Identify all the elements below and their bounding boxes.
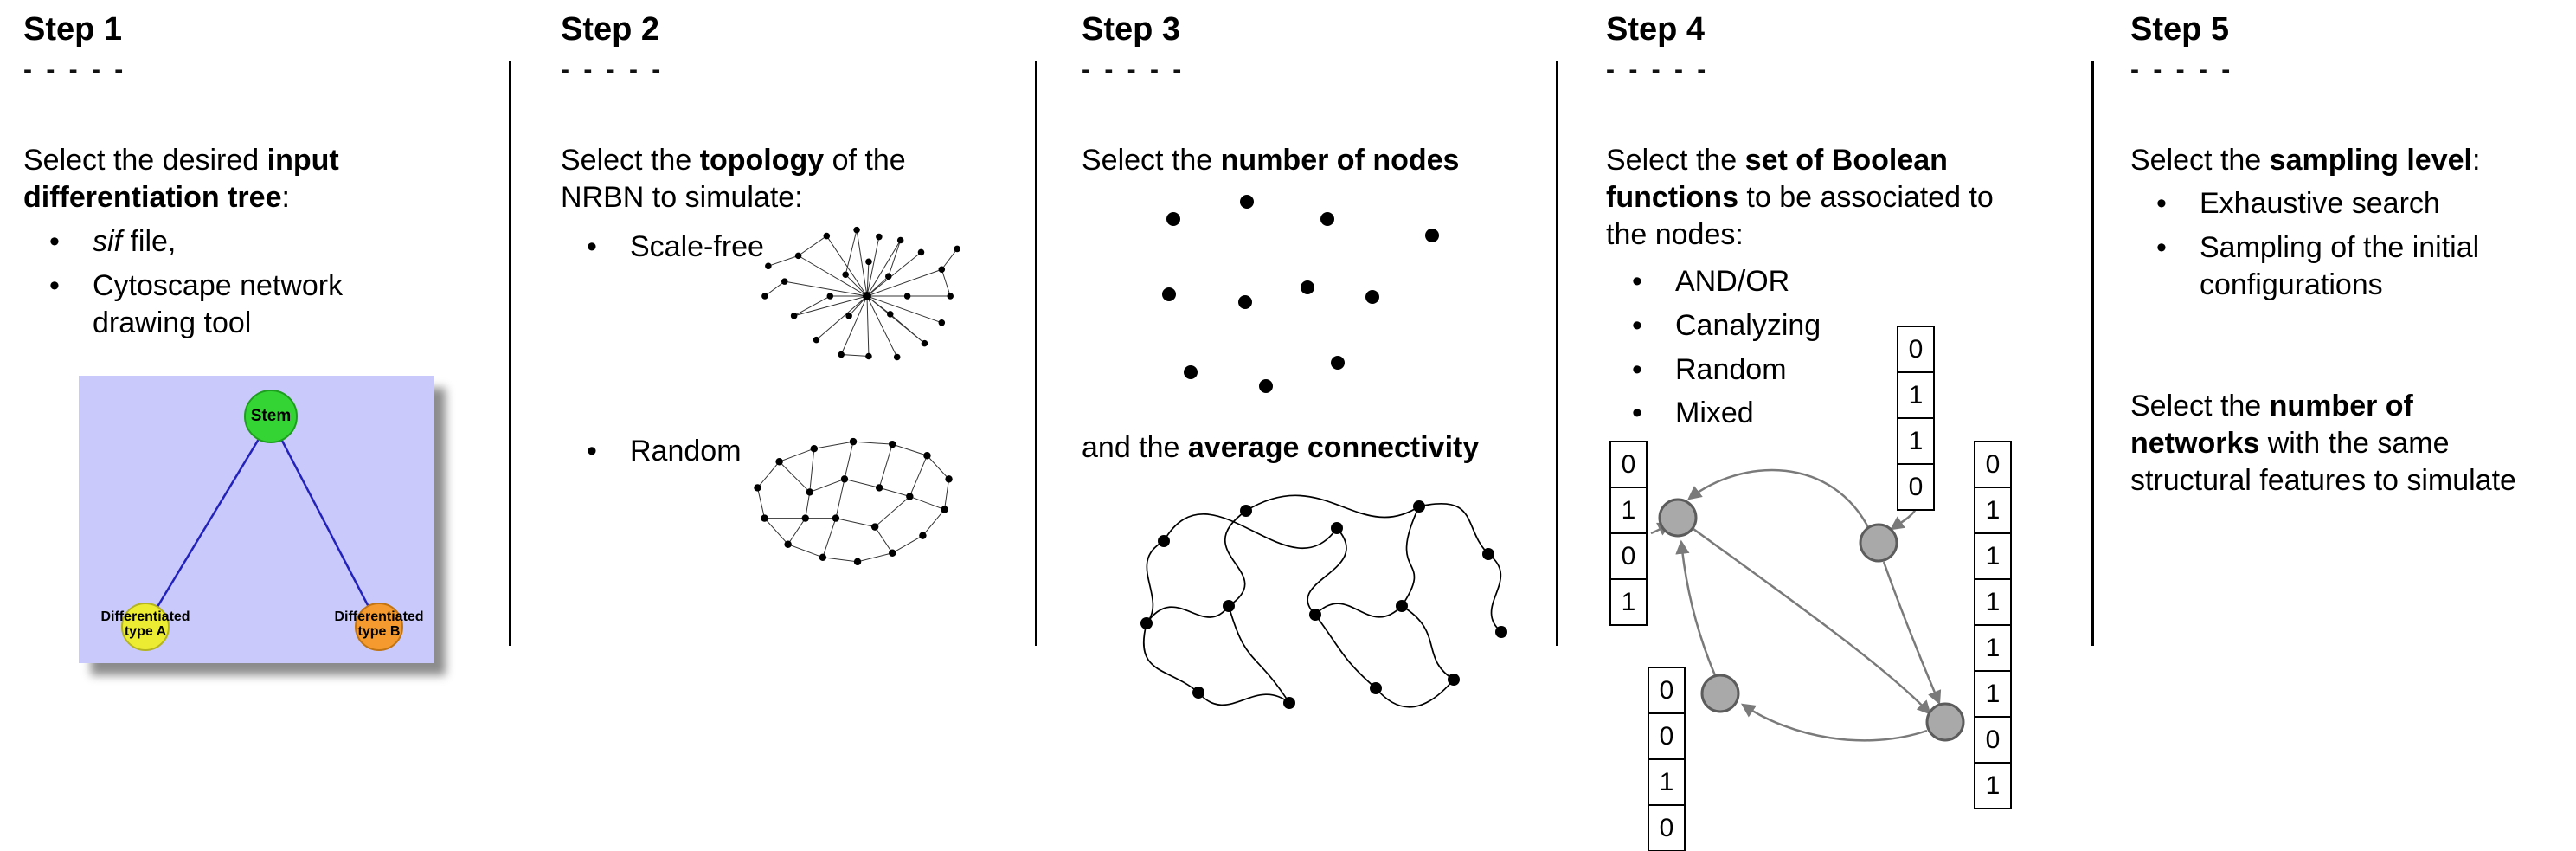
step-2-bullet-random: Random — [561, 433, 924, 477]
step-4-title: Step 4 — [1606, 11, 1706, 48]
step-5-second-text: Select the number of networks with the s… — [2130, 390, 2516, 497]
truth-table-cell: 1 — [1974, 762, 2012, 809]
step-4-dashes: - - - - - — [1606, 55, 1710, 84]
step-3-dashes: - - - - - — [1082, 55, 1185, 84]
truth-table-cell: 1 — [1974, 578, 2012, 626]
step-1-dashes: - - - - - — [23, 55, 127, 84]
scattered-nodes-graphic — [1162, 195, 1439, 393]
step-3-intro: Select the number of nodes — [1082, 144, 1460, 177]
column-divider — [1035, 61, 1037, 646]
tangle-edges — [1142, 494, 1502, 708]
tangle-nodes — [1140, 500, 1507, 709]
step-2-column: Step 2 - - - - - Select the topology of … — [561, 11, 985, 566]
truth-table-cell: 1 — [1974, 487, 2012, 534]
truth-table-cell: 0 — [1648, 804, 1686, 851]
truth-table-cell: 0 — [1648, 667, 1686, 714]
truth-table-cell: 1 — [1974, 670, 2012, 718]
step-1-bullet-list: sif file, Cytoscape network drawing tool — [23, 223, 395, 348]
differentiated-type-b-node — [355, 603, 403, 651]
connectivity-tangle-graphic — [1140, 494, 1507, 709]
bullet-item: Random — [561, 433, 924, 470]
bullet-item: Cytoscape network drawing tool — [23, 268, 395, 342]
step-2-title: Step 2 — [561, 11, 660, 48]
column-divider — [509, 61, 511, 646]
step-5-column: Step 5 - - - - - Select the sampling lev… — [2130, 11, 2559, 496]
truth-table-cell: 0 — [1648, 712, 1686, 760]
scale-free-edges — [764, 229, 958, 358]
scattered-dots — [1162, 195, 1439, 393]
truth-table-cell: 1 — [1609, 578, 1648, 626]
step-2-bullet-scale-free: Scale-free — [561, 229, 924, 273]
stem-node — [244, 390, 298, 443]
differentiation-tree-image: Stem Differentiated type A Differentiate… — [79, 376, 434, 663]
gene-node — [1658, 498, 1698, 538]
gene-node — [1859, 523, 1898, 563]
step-5-dashes: - - - - - — [2130, 55, 2234, 84]
step-3-second-text: and the average connectivity — [1082, 431, 1480, 464]
truth-table-cell: 0 — [1897, 463, 1935, 511]
step-2-intro: Select the topology of the NRBN to simul… — [561, 144, 906, 214]
step-5-bullet-list: Exhaustive search Sampling of the initia… — [2130, 185, 2559, 310]
step-4-bullet-list: AND/OR Canalyzing Random Mixed — [1606, 263, 2013, 439]
stem-node-label: Stem — [250, 407, 292, 425]
step-4-intro: Select the set of Boolean functions to b… — [1606, 144, 1994, 251]
step-4-column: Step 4 - - - - - Select the set of Boole… — [1606, 11, 2023, 851]
step-1-title: Step 1 — [23, 11, 123, 48]
truth-table-cell: 0 — [1609, 532, 1648, 580]
truth-table-cell: 0 — [1974, 441, 2012, 488]
scale-free-network-graphic — [761, 226, 960, 361]
truth-table-cell: 0 — [1609, 441, 1648, 488]
gene-node — [1925, 702, 1965, 742]
type-b-node-label: Differentiated type B — [334, 609, 424, 639]
tree-edge — [269, 418, 381, 628]
step-3-column: Step 3 - - - - - Select the number of no… — [1082, 11, 1566, 709]
bullet-item: Mixed — [1606, 395, 2013, 432]
bullet-item: Random — [1606, 351, 2013, 389]
truth-table-cell: 1 — [1609, 487, 1648, 534]
random-network-graphic — [754, 437, 953, 566]
scale-free-nodes — [761, 226, 960, 361]
truth-table-cell: 1 — [1897, 417, 1935, 465]
bullet-item: Exhaustive search — [2130, 185, 2559, 222]
truth-table-cell: 1 — [1648, 758, 1686, 806]
boolean-network-arrows — [1650, 468, 1942, 742]
step-1-column: Step 1 - - - - - Select the desired inpu… — [23, 11, 434, 663]
boolean-network-graphic — [1650, 468, 1965, 742]
random-nodes — [754, 437, 953, 566]
bullet-item: Sampling of the initial configurations — [2130, 229, 2559, 304]
type-a-node-label: Differentiated type A — [100, 609, 190, 639]
boolean-network-nodes — [1658, 498, 1965, 742]
column-divider — [1556, 61, 1558, 646]
tree-edge — [144, 418, 273, 628]
step-5-title: Step 5 — [2130, 11, 2230, 48]
bullet-item: Canalyzing — [1606, 307, 2013, 345]
truth-table-cell: 1 — [1974, 532, 2012, 580]
differentiated-type-a-node — [121, 603, 170, 651]
column-divider — [2091, 61, 2094, 646]
step-2-dashes: - - - - - — [561, 55, 665, 84]
bullet-item: AND/OR — [1606, 263, 2013, 300]
step-5-intro: Select the sampling level: — [2130, 144, 2481, 177]
truth-table-cell: 0 — [1974, 716, 2012, 764]
truth-table-cell: 1 — [1974, 624, 2012, 672]
truth-table-cell: 0 — [1897, 326, 1935, 373]
step-3-title: Step 3 — [1082, 11, 1181, 48]
step-1-intro: Select the desired input differentiation… — [23, 144, 339, 214]
bullet-item: Scale-free — [561, 229, 924, 266]
truth-table-cell: 1 — [1897, 371, 1935, 419]
bullet-item: sif file, — [23, 223, 395, 261]
gene-node — [1700, 674, 1740, 713]
differentiation-tree-graphic — [121, 390, 403, 651]
